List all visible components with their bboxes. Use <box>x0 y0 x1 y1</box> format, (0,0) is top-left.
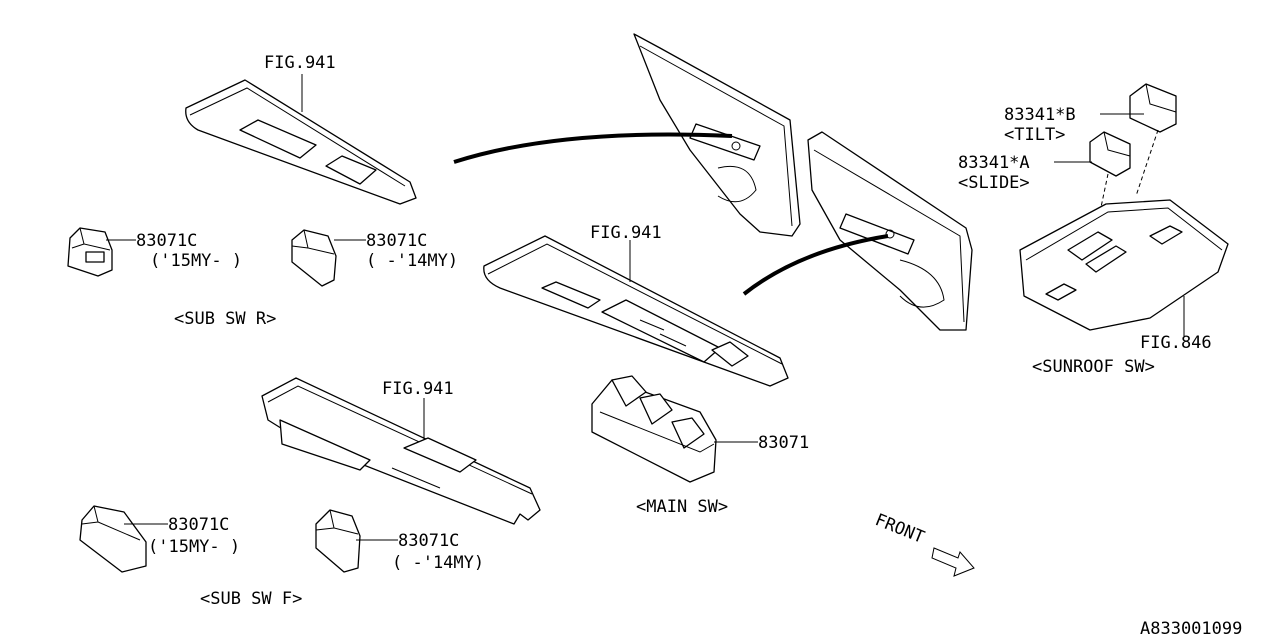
fig846-label: FIG.846 <box>1140 333 1212 353</box>
part-83071-label: 83071 <box>758 433 809 453</box>
diagram-id: A833001099 <box>1140 619 1242 639</box>
front-label: FRONT <box>872 510 927 548</box>
sub-switch-f-14my <box>315 509 361 573</box>
group-sub-sw-r-label: <SUB SW R> <box>174 309 276 329</box>
sunroof-tilt-switch <box>1129 83 1177 133</box>
fig941-low-label: FIG.941 <box>382 379 454 399</box>
sub-switch-r-15my <box>67 227 113 277</box>
part-83071c-1-note: ('15MY- ) <box>150 251 242 271</box>
part-83071c-1-label: 83071C <box>136 231 197 251</box>
group-sunroof-sw-label: <SUNROOF SW> <box>1032 357 1155 377</box>
fig941-top-label: FIG.941 <box>264 53 336 73</box>
group-sub-sw-f-label: <SUB SW F> <box>200 589 302 609</box>
front-direction-indicator: FRONT <box>872 510 975 577</box>
group-main-sw-label: <MAIN SW> <box>636 497 728 517</box>
part-83071c-4-note: ( -'14MY) <box>392 553 484 573</box>
part-83071c-3-note: ('15MY- ) <box>148 537 240 557</box>
sub-switch-r-14my <box>291 229 337 287</box>
sunroof-console <box>1019 199 1229 331</box>
part-83341a-label: 83341*A <box>958 153 1030 173</box>
front-arrow-icon <box>931 547 975 577</box>
armrest-panel-rear-right <box>185 79 417 205</box>
part-83341b-label: 83341*B <box>1004 105 1076 125</box>
armrest-panel-front-passenger <box>261 377 541 525</box>
part-83341b-note: <TILT> <box>1004 125 1065 145</box>
part-83071c-2-note: ( -'14MY) <box>366 251 458 271</box>
sub-switch-f-15my <box>79 505 147 573</box>
part-83071c-2-label: 83071C <box>366 231 427 251</box>
main-window-switch <box>591 375 717 483</box>
sunroof-slide-switch <box>1089 131 1131 177</box>
part-83341a-note: <SLIDE> <box>958 173 1030 193</box>
fig941-mid-label: FIG.941 <box>590 223 662 243</box>
part-83071c-4-label: 83071C <box>398 531 459 551</box>
armrest-panel-driver <box>483 235 789 387</box>
door-trim-front <box>807 131 973 331</box>
part-83071c-3-label: 83071C <box>168 515 229 535</box>
